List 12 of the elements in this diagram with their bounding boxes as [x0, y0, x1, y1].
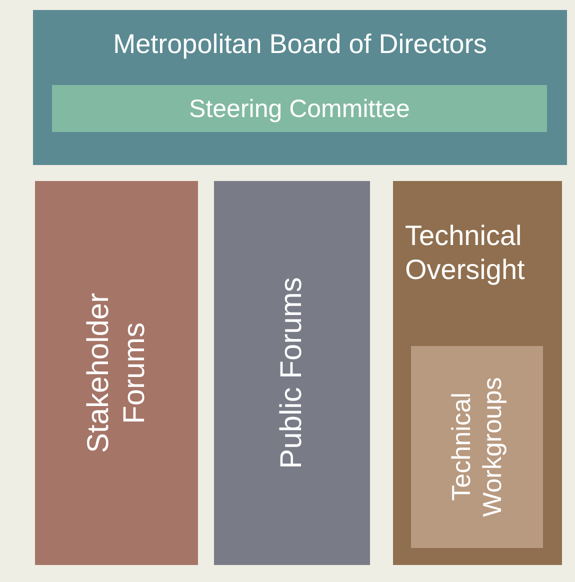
- box-label: Steering Committee: [189, 94, 410, 124]
- oversight-panel: [393, 181, 562, 565]
- box-label: Technical Workgroups: [446, 377, 508, 517]
- box-label: Technical Oversight: [405, 219, 526, 286]
- committee-bar: [52, 85, 547, 132]
- box-label: Metropolitan Board of Directors: [113, 28, 487, 60]
- board-box: [33, 10, 567, 165]
- box-label: Stakeholder Forums: [80, 292, 152, 456]
- forum-panel: [214, 181, 370, 565]
- workgroup-box: [411, 346, 543, 548]
- box-label: Public Forums: [274, 277, 309, 469]
- forum-panel: [35, 181, 198, 565]
